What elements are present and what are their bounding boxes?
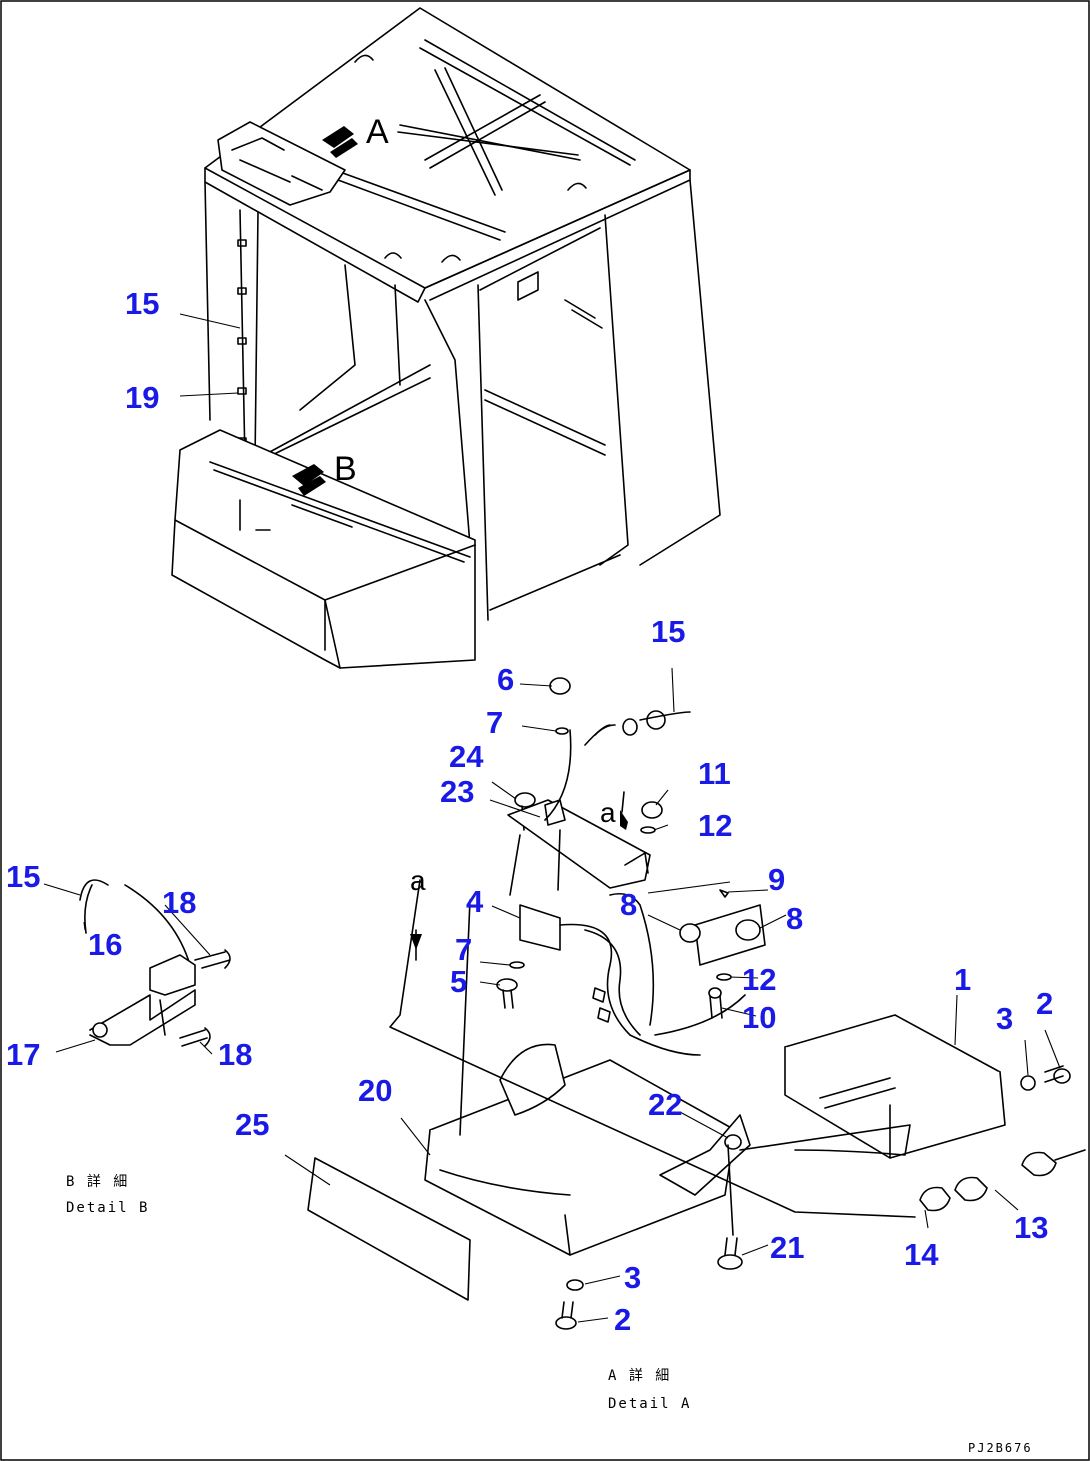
callout-3-right: 3 xyxy=(996,1001,1013,1036)
callout-3-lower: 3 xyxy=(624,1260,641,1295)
view-arrow-a-label: A xyxy=(366,113,389,151)
cab-illustration: A B xyxy=(171,7,721,669)
callout-19: 19 xyxy=(125,380,159,415)
callout-15-main: 15 xyxy=(125,286,159,321)
callout-18-upper: 18 xyxy=(162,885,196,920)
callout-13: 13 xyxy=(1014,1210,1048,1245)
callout-24: 24 xyxy=(449,739,484,774)
detail-a-illustration xyxy=(307,677,1086,1330)
callout-10: 10 xyxy=(742,1000,776,1035)
callout-6: 6 xyxy=(497,662,514,697)
callout-1: 1 xyxy=(954,962,971,997)
view-marker-a-upper: a xyxy=(600,797,616,828)
detail-a-en-caption: Detail A xyxy=(608,1396,691,1412)
callout-22: 22 xyxy=(648,1087,682,1122)
detail-b-en-caption: Detail B xyxy=(66,1200,149,1216)
callout-5: 5 xyxy=(450,964,467,999)
callout-8-left: 8 xyxy=(620,887,637,922)
callout-23: 23 xyxy=(440,774,474,809)
callout-12-upper: 12 xyxy=(698,808,732,843)
detail-b-jp-caption: B 詳 細 xyxy=(66,1174,129,1190)
detail-b-illustration xyxy=(79,879,231,1047)
callout-18-lower: 18 xyxy=(218,1037,252,1072)
callout-14: 14 xyxy=(904,1237,939,1272)
callout-25: 25 xyxy=(235,1107,269,1142)
callout-7-upper: 7 xyxy=(486,705,503,740)
callout-21: 21 xyxy=(770,1230,804,1265)
callout-7-lower: 7 xyxy=(455,932,472,967)
callout-20: 20 xyxy=(358,1073,392,1108)
callout-15-detail-a: 15 xyxy=(651,614,685,649)
callout-8-right: 8 xyxy=(786,901,803,936)
detail-a-jp-caption: A 詳 細 xyxy=(608,1368,671,1384)
callout-17: 17 xyxy=(6,1037,40,1072)
callout-9: 9 xyxy=(768,862,785,897)
callout-11: 11 xyxy=(698,756,731,791)
callout-4: 4 xyxy=(466,884,484,919)
callout-12-lower: 12 xyxy=(742,962,776,997)
callout-16: 16 xyxy=(88,927,122,962)
view-arrow-b-label: B xyxy=(334,450,357,488)
drawing-code: PJ2B676 xyxy=(968,1441,1033,1455)
callout-15-detail-b: 15 xyxy=(6,859,40,894)
callout-2-lower: 2 xyxy=(614,1302,631,1337)
view-marker-a-left: a xyxy=(410,865,426,896)
callout-2-right: 2 xyxy=(1036,986,1053,1021)
